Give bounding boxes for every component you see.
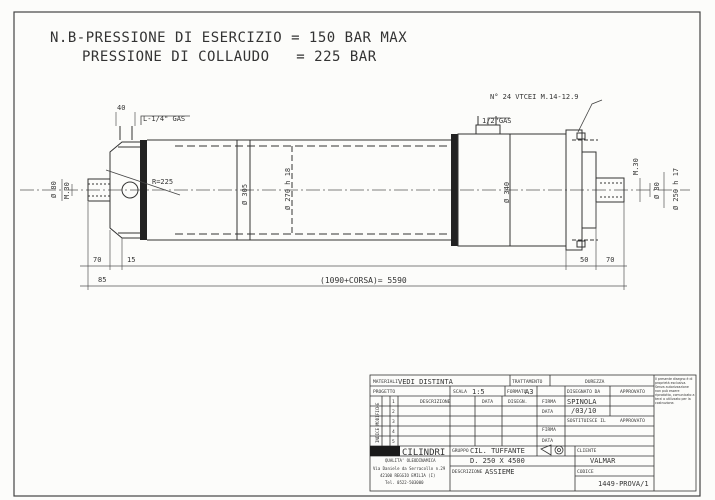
company-logo [370, 446, 400, 456]
label-approvato: APPROVATO [620, 389, 645, 395]
label-codice: CODICE [577, 469, 594, 475]
label-trattamento: TRATTAMENTO [512, 379, 543, 385]
value-date: /03/10 [571, 407, 596, 415]
label-indice-modifiche: INDICE MODIFICHE [375, 402, 380, 443]
label-progetto: PROGETTO [373, 389, 395, 395]
company-name: CILINDRI [402, 448, 445, 458]
port-left-label: L-1/4" GAS [143, 115, 185, 123]
label-descrizione-2: DESCRIZIONE [452, 469, 483, 475]
rev-4: 4 [392, 429, 395, 435]
dia-80-left: Ø 80 [50, 181, 58, 198]
dim-15: 15 [127, 256, 135, 264]
label-descrizione: DESCRIZIONE [420, 399, 451, 405]
value-drafter: SPINOLA [567, 398, 597, 406]
rev-2: 2 [392, 409, 395, 415]
drawing-labels: 40 L-1/4" GAS 1/2"GAS N° 24 VTCEI M.14-1… [50, 93, 680, 285]
dim-70-right: 70 [606, 256, 614, 264]
port-right-label: 1/2"GAS [482, 117, 512, 125]
pressure-note-operating: N.B-PRESSIONE DI ESERCIZIO = 150 BAR MAX [50, 30, 408, 46]
dim-70-left: 70 [93, 256, 101, 264]
value-assieme: ASSIEME [485, 468, 515, 476]
leaders [105, 99, 603, 196]
sheet-border [13, 11, 701, 497]
company-address-2: 42100 REGGIO EMILIA (I) [380, 473, 435, 478]
value-scala: 1:5 [472, 388, 485, 396]
dia-305: Ø 305 [241, 184, 249, 205]
label-disegnato: DISEGNATO DA [567, 389, 600, 395]
value-dimension: D. 250 X 4500 [470, 457, 525, 465]
label-gruppo: GRUPPO [452, 448, 469, 454]
screws-note: N° 24 VTCEI M.14-12.9 [490, 93, 579, 101]
dim-50: 50 [580, 256, 588, 264]
left-seal-band [140, 140, 147, 240]
right-body [457, 116, 598, 251]
company-tagline: QUALITA' OLEODINAMICA [385, 458, 436, 463]
projection-symbol-icon [540, 444, 564, 456]
dim-40: 40 [117, 104, 125, 112]
side-note: Il presente disegno è di proprietà esclu… [655, 377, 695, 405]
rev-5: 5 [392, 439, 395, 445]
label-firma-2: FIRMA [542, 427, 556, 433]
label-data-2: DATA [542, 409, 553, 415]
rev-1: 1 [392, 399, 395, 405]
label-sostituisce: SOSTITUISCE IL [567, 418, 606, 424]
title-block [369, 374, 697, 492]
value-formato: A3 [525, 388, 533, 396]
radius-label: R=225 [152, 178, 173, 186]
left-head [109, 126, 146, 239]
label-cliente: CLIENTE [577, 448, 597, 454]
value-cliente: VALMAR [590, 457, 616, 465]
dia-250: Ø 250 h 17 [672, 168, 680, 210]
label-durezza: DUREZZA [585, 379, 605, 385]
value-materiali: VEDI DISTINTA [398, 378, 454, 386]
rev-3: 3 [392, 419, 395, 425]
label-formato: FORMATO [507, 389, 527, 395]
label-approvato-2: APPROVATO [620, 418, 645, 424]
pressure-note-test: PRESSIONE DI COLLAUDO = 225 BAR [82, 49, 377, 65]
dia-270: Ø 270 h 18 [284, 168, 292, 210]
label-data: DATA [482, 399, 493, 405]
label-data-3: DATA [542, 438, 553, 444]
side-note-box: Il presente disegno è di proprietà esclu… [655, 377, 695, 405]
m30-left: M.30 [63, 182, 71, 199]
right-rod-end [595, 177, 625, 203]
dia-80-right: Ø 80 [653, 182, 661, 199]
company-address-1: Via Daniele da Serracollo n.29 [373, 466, 446, 471]
label-scala: SCALA [453, 389, 467, 395]
m30-right: M.30 [632, 158, 640, 175]
right-seal-band [451, 134, 458, 246]
dimension-lines [61, 112, 665, 290]
label-disegn: DISEGN. [508, 399, 527, 405]
dim-85: 85 [98, 276, 106, 284]
label-firma: FIRMA [542, 399, 556, 405]
value-gruppo: CIL. TUFFANTE [470, 447, 525, 455]
value-codice: 1449-PROVA/1 [598, 480, 649, 488]
overall-length: (1090+CORSA)= 5590 [320, 276, 407, 285]
dia-340: Ø 340 [503, 182, 511, 203]
company-phone: Tel. 0522-503000 [385, 480, 424, 485]
title-block-labels: MATERIALI VEDI DISTINTA TRATTAMENTO DURE… [373, 378, 649, 488]
label-materiali: MATERIALI [373, 379, 398, 385]
barrel [147, 139, 455, 241]
